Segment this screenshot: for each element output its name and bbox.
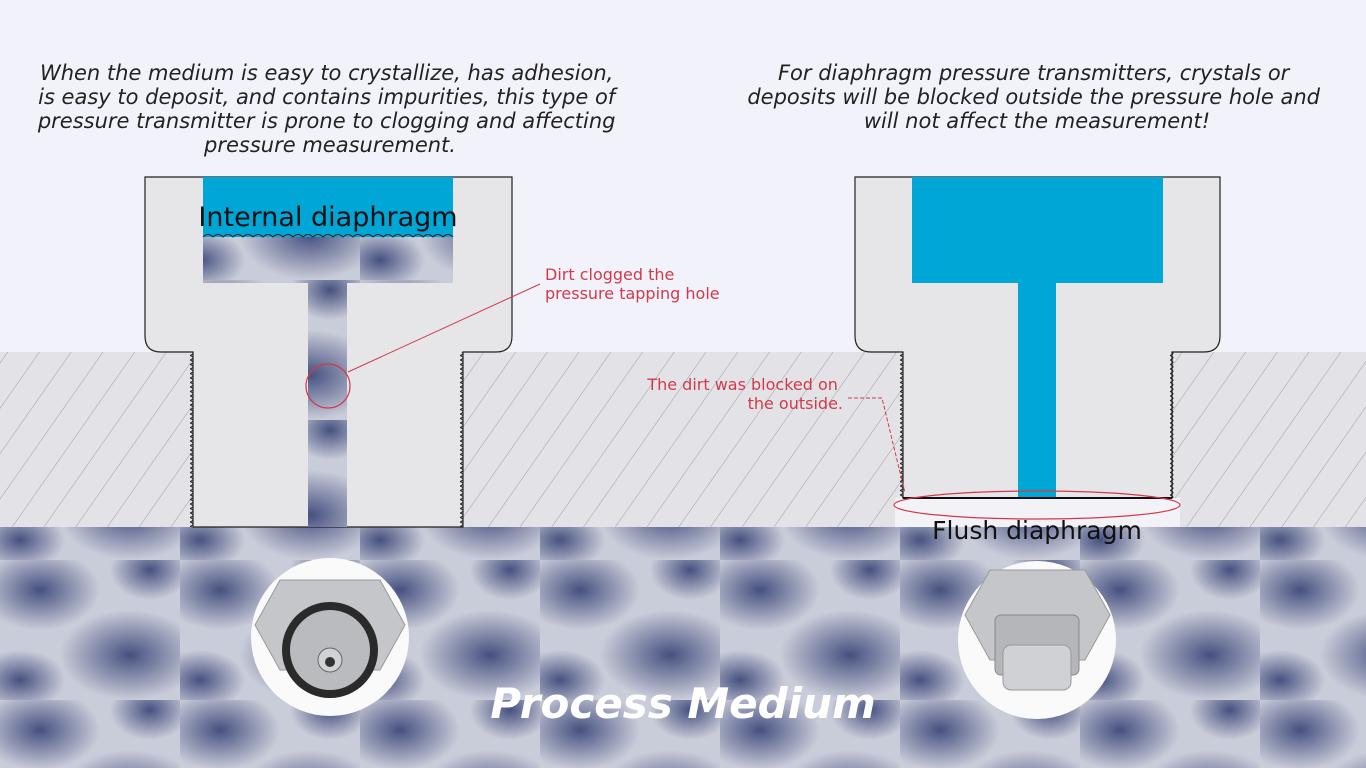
right-caption: For diaphragm pressure transmitters, cry… (747, 61, 1326, 133)
process-medium (0, 527, 1366, 768)
blocked-dirt-highlight (893, 490, 1181, 520)
internal-diaphragm-photo (251, 558, 409, 716)
clog-leader-line (347, 283, 541, 373)
process-medium-label: Process Medium (490, 679, 875, 728)
internal-diaphragm-transmitter: Internal diaphragm (144, 176, 513, 528)
flush-diaphragm-photo (958, 561, 1116, 719)
clog-annotation: Dirt clogged the pressure tapping hole (545, 265, 720, 303)
flush-diaphragm-label: Flush diaphragm (932, 516, 1142, 545)
clog-highlight-circle (305, 363, 351, 409)
blocked-leader-line (848, 397, 906, 494)
left-caption: When the medium is easy to crystallize, … (37, 61, 622, 157)
blocked-annotation: The dirt was blocked on the outside. (646, 375, 843, 413)
internal-diaphragm-label: Internal diaphragm (198, 202, 457, 233)
flush-diaphragm-transmitter: Flush diaphragm (854, 176, 1221, 545)
